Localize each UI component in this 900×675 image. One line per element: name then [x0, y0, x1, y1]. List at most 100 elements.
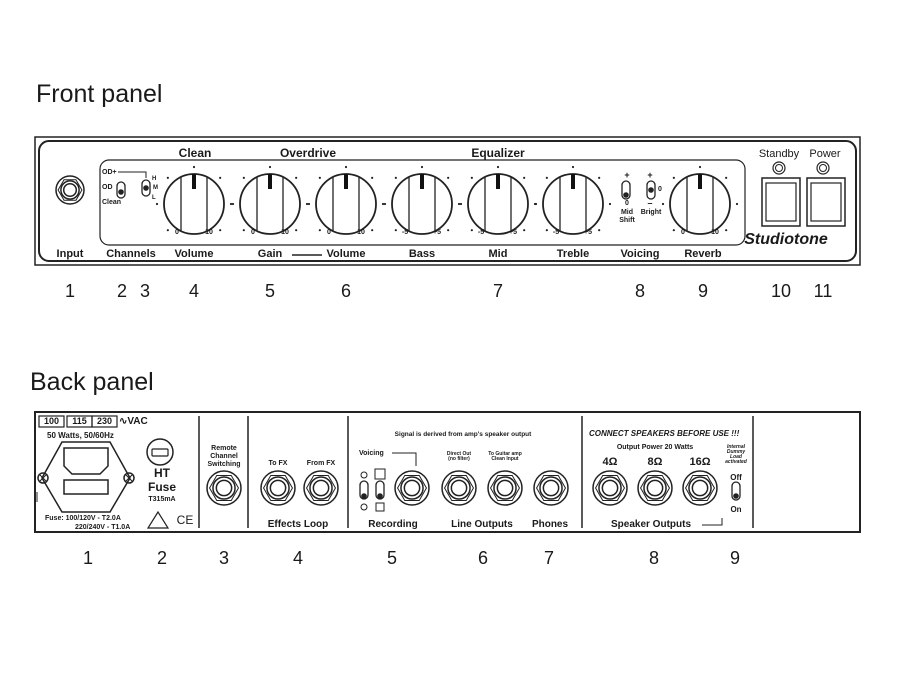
knob-scale-dot [305, 202, 309, 206]
knob-label: Treble [556, 248, 590, 260]
effects-loop-label: Effects Loop [267, 519, 329, 530]
callout-number-4: 4 [188, 281, 200, 301]
hml-switch [141, 179, 151, 197]
knob-scale-dot [219, 229, 222, 232]
knob-scale-dot [166, 176, 169, 179]
knob-scale-dot [295, 229, 298, 232]
knob-scale-dot [344, 165, 348, 169]
fuse-info-2: 220/240V - T1.0A [75, 524, 131, 531]
knob-min-label: -5 [401, 229, 409, 236]
knob-min-label: 0 [175, 229, 179, 236]
dummy-off-label: Off [730, 473, 742, 482]
dummy-load-label: Internal Dummy Load activated [725, 444, 747, 465]
remote-jack-ring [212, 476, 236, 500]
iec-socket [63, 447, 109, 475]
speaker-outputs-label: Speaker Outputs [610, 519, 692, 530]
direct-out-jack [441, 470, 477, 506]
knob-scale-dot [661, 202, 665, 206]
knob-scale-dot [383, 202, 387, 206]
knob-scale-dot [318, 176, 321, 179]
back-callout-number-2: 2 [156, 548, 168, 568]
standby-rocker [765, 182, 797, 222]
speaker-16ohm-jack-ring [688, 476, 712, 500]
input-jack-ring [60, 180, 80, 200]
knob-scale-dot [447, 176, 450, 179]
back-callout-number-7: 7 [543, 548, 555, 568]
front-panel-border [38, 140, 857, 262]
knob-max-label: 10 [281, 229, 289, 236]
phones-label: Phones [531, 519, 569, 530]
knob-min-label: -5 [477, 229, 485, 236]
phones-jack [533, 470, 569, 506]
standby-led [772, 161, 786, 175]
from-fx-jack [303, 470, 339, 506]
speaker-16ohm-jack [682, 470, 718, 506]
vac-label: ∿VAC [119, 416, 148, 427]
voltage-option: 230 [96, 416, 113, 426]
knob-min-label: -5 [552, 229, 560, 236]
remote-jack [206, 470, 242, 506]
front-panel-title: Front panel [36, 80, 163, 108]
input-label: Input [56, 248, 84, 260]
callout-number-9: 9 [697, 281, 709, 301]
input-jack-nut [57, 179, 83, 201]
knob-scale-dot [545, 176, 548, 179]
speaker-8ohm-jack-hole [646, 479, 664, 497]
remote-jack-hole [215, 479, 233, 497]
knob-scale-dot [192, 165, 196, 169]
callout-number-7: 7 [492, 281, 504, 301]
mid-zero: 0 [625, 200, 629, 207]
power-rating: 50 Watts, 50/60Hz [47, 431, 114, 440]
clean-label: Clean [102, 199, 122, 206]
voicing-jack [394, 470, 430, 506]
speaker-4ohm-jack-nut [594, 474, 626, 502]
to-fx-jack-hole [269, 479, 287, 497]
channels-label: Channels [106, 248, 156, 260]
direct-out-jack-nut [443, 474, 475, 502]
inlet-screw [37, 472, 49, 484]
ohm-label: 4Ω [602, 456, 618, 468]
ce-mark: CE [176, 513, 194, 527]
guitar-amp-jack-ring [493, 476, 517, 500]
cabinet-1x12-icon [375, 502, 385, 512]
phones-jack-nut [535, 474, 567, 502]
standby-switch [761, 177, 801, 227]
recording-mic-switch [359, 480, 369, 500]
knob-scale-dot [598, 229, 601, 232]
od-plus-label: OD+ [102, 169, 117, 176]
knob-scale-dot [381, 202, 385, 206]
dummy-on-label: On [730, 505, 742, 514]
callout-number-5: 5 [264, 281, 276, 301]
knob-scale-dot [420, 165, 424, 169]
from-fx-jack-nut [305, 474, 337, 502]
knob-scale-dot [725, 176, 728, 179]
rec-voicing-label: Voicing [359, 450, 384, 457]
front-panel-outline [34, 136, 861, 266]
knob-scale-dot [268, 165, 272, 169]
callout-number-1: 1 [64, 281, 76, 301]
back-callout-number-6: 6 [477, 548, 489, 568]
knob-scale-dot [598, 176, 601, 179]
speaker-warning: CONNECT SPEAKERS BEFORE USE !!! [589, 429, 740, 438]
knob-pointer [571, 174, 575, 189]
knob-scale-dot [571, 165, 575, 169]
dummy-load-switch [731, 481, 741, 501]
knob-pointer [344, 174, 348, 189]
mid-plus: + [624, 170, 630, 180]
power-led-inner [819, 164, 827, 172]
studiotone-logo: Studiotone [744, 231, 828, 248]
ht-label: HT [154, 466, 170, 480]
voltage-box [91, 415, 118, 428]
knob-scale-dot [155, 202, 159, 206]
to-guitar-label: To Guitar amp Clean Input [488, 451, 522, 462]
speaker-outputs-connector [702, 518, 723, 526]
knob-pointer [496, 174, 500, 189]
back-panel-title: Back panel [30, 368, 154, 396]
knob-scale-dot [457, 202, 461, 206]
knob-max-label: 10 [205, 229, 213, 236]
channel-switch [116, 181, 126, 199]
knob-pointer [698, 174, 702, 189]
knob-scale-dot [672, 176, 675, 179]
callout-number-3: 3 [139, 281, 151, 301]
bright-minus: – [647, 198, 653, 208]
